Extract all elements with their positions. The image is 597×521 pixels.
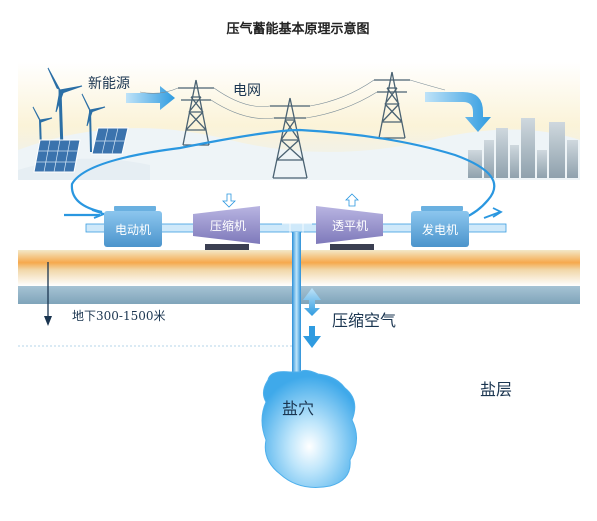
expander-unit: 透平机 [316, 193, 383, 250]
arrow-icon [222, 193, 236, 208]
power-grid-label: 电网 [233, 83, 261, 99]
arrow-icon [425, 92, 491, 132]
depth-arrow [44, 262, 52, 326]
depth-label: 地下300-1500米 [72, 309, 166, 323]
diagram-title: 压气蓄能基本原理示意图 [226, 21, 369, 37]
arrow-icon [345, 193, 359, 207]
energy-flow-line [64, 128, 503, 220]
wind-turbine-icon [32, 67, 106, 153]
salt-layer-label: 盐层 [480, 380, 512, 399]
generator-box: 发电机 [411, 206, 469, 247]
motor-box: 电动机 [104, 206, 162, 247]
compressor-label: 压缩机 [210, 218, 246, 233]
compressor-unit: 压缩机 [193, 193, 260, 250]
renewable-energy-label: 新能源 [88, 76, 130, 92]
salt-cavern-label: 盐穴 [282, 399, 314, 418]
shaft-pipe [292, 232, 301, 372]
transmission-tower-icon [178, 71, 410, 179]
salt-cavern-shape [261, 369, 357, 488]
compressed-air-label: 压缩空气 [332, 311, 396, 330]
expander-label: 透平机 [332, 219, 368, 233]
power-lines [139, 79, 446, 119]
generator-label: 发电机 [422, 222, 458, 237]
landscape-background [18, 62, 580, 180]
compressed-air-arrow [303, 288, 321, 348]
solar-panel-icon [33, 127, 129, 173]
pipe-joint [282, 220, 312, 238]
motor-label: 电动机 [115, 223, 151, 237]
arrow-icon [126, 86, 175, 110]
